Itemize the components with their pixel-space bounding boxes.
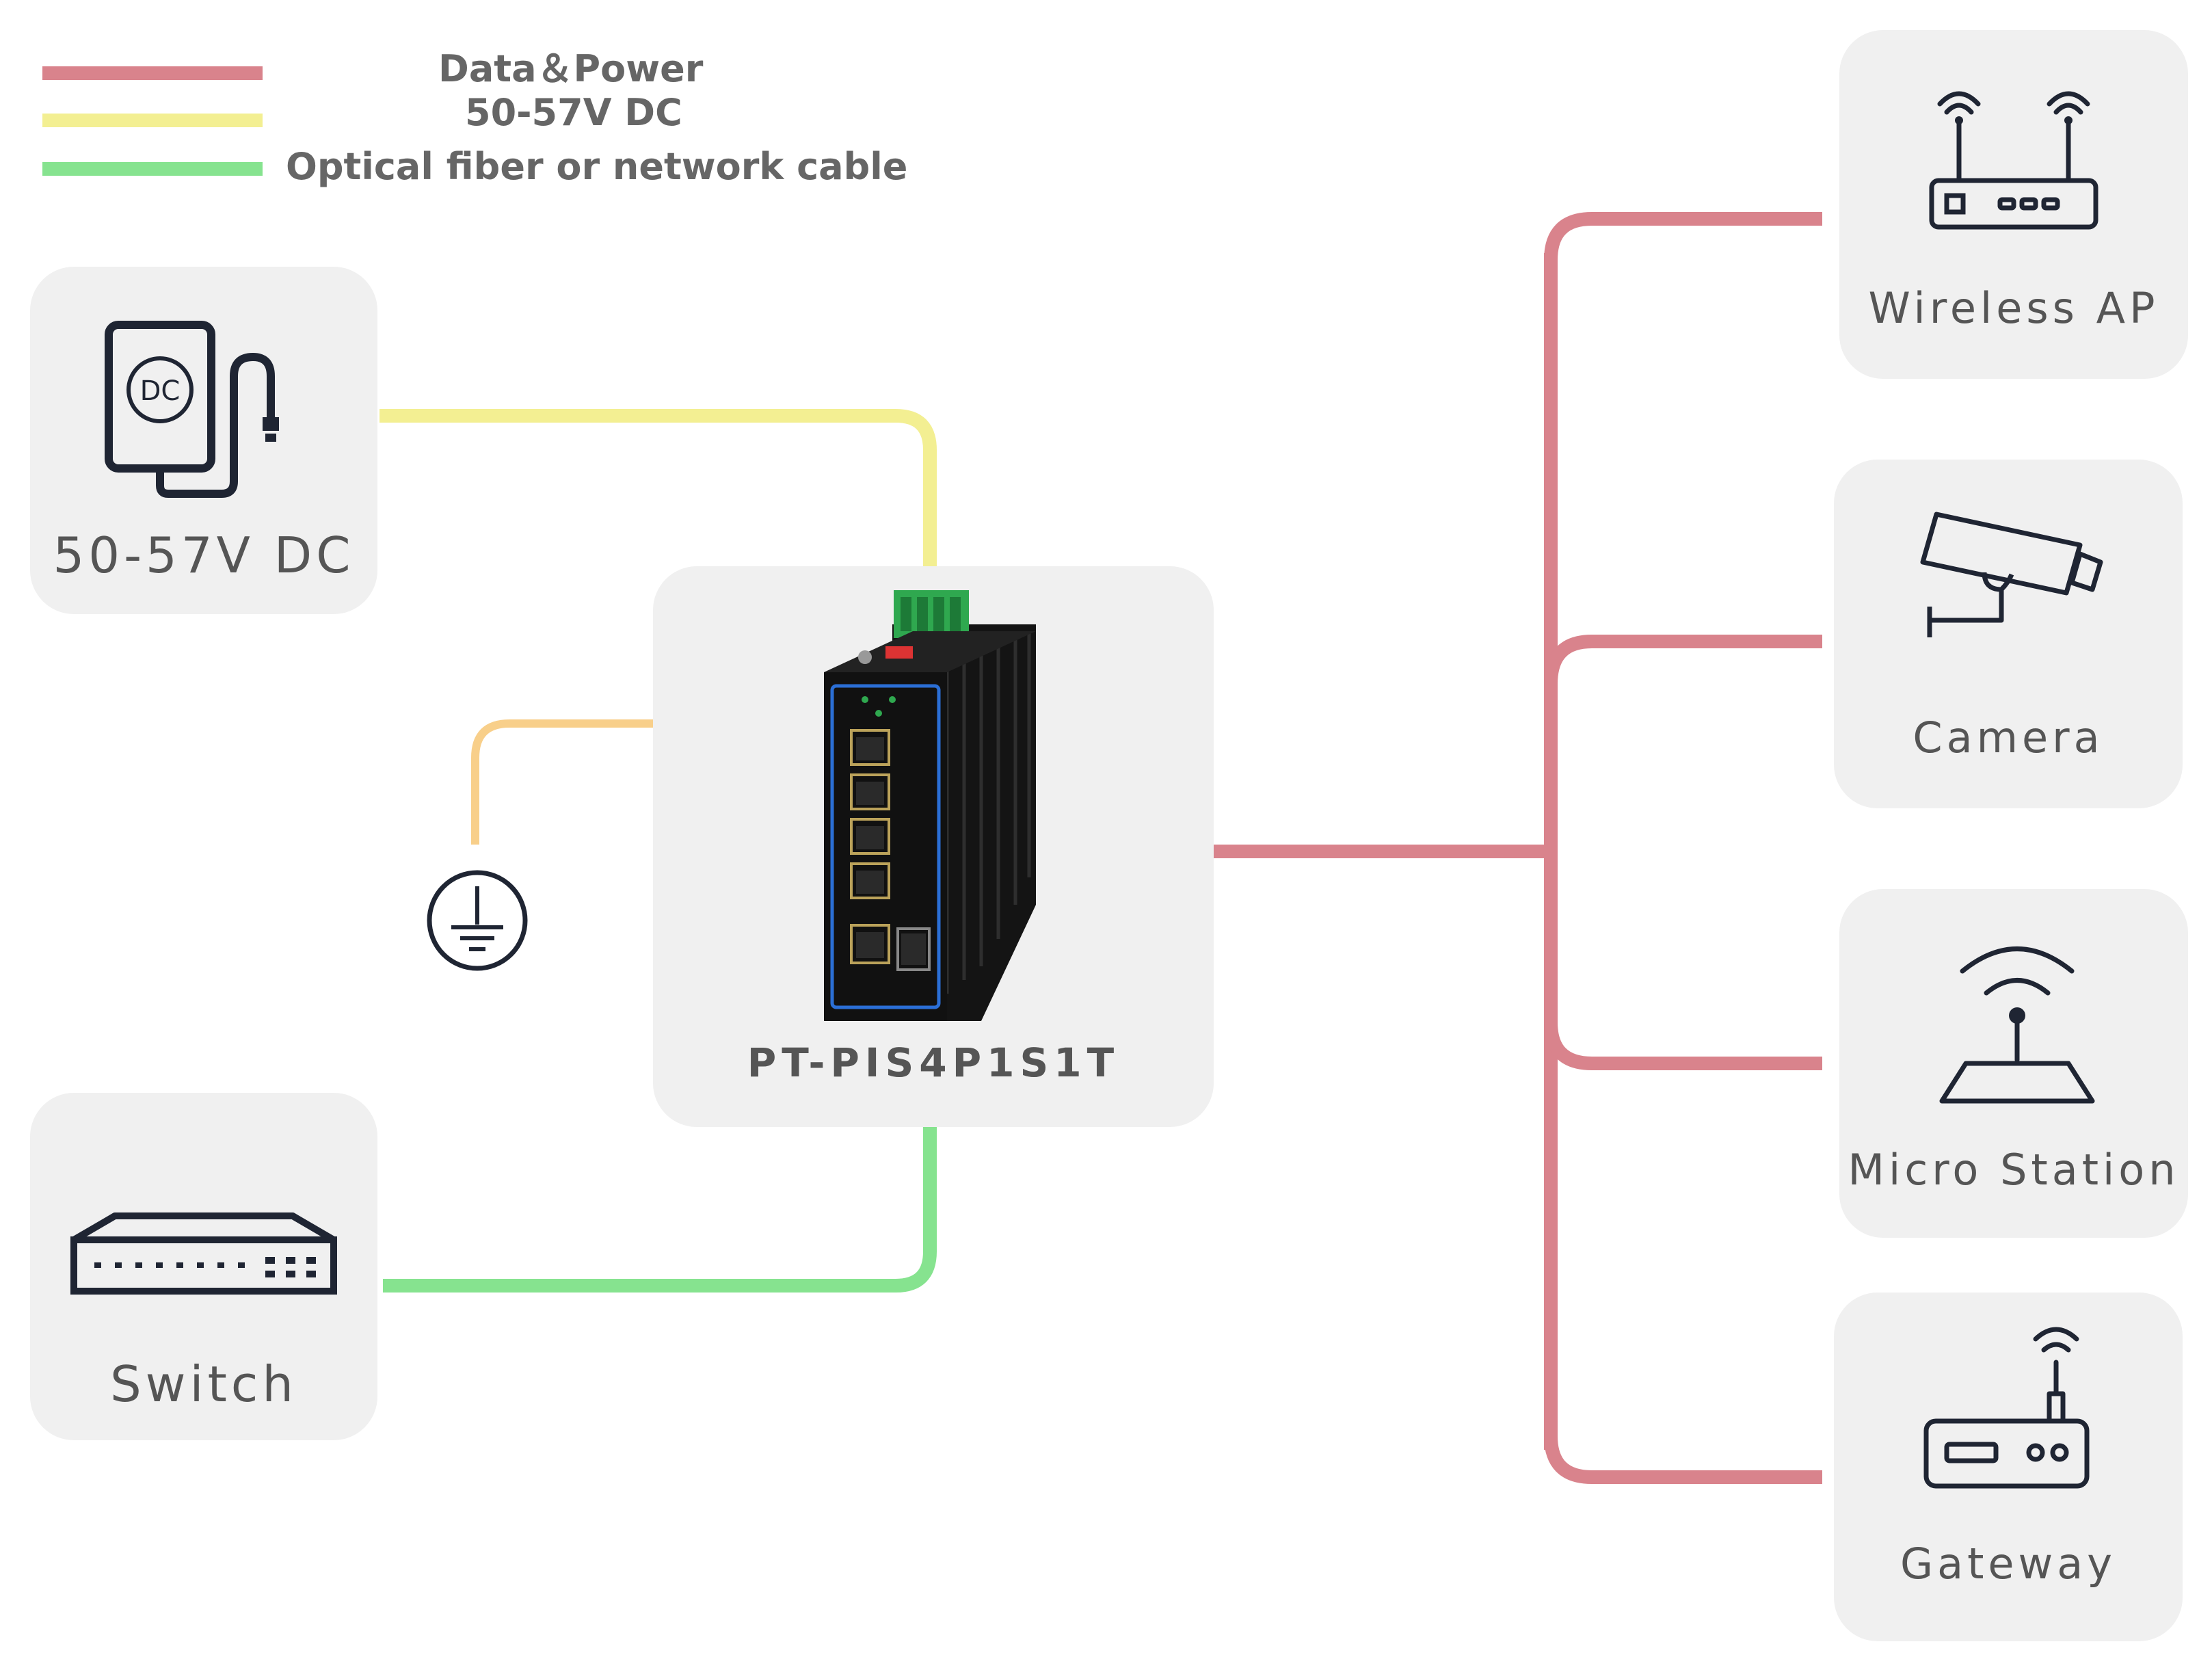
legend-label-data-power: Data＆Power <box>438 47 704 90</box>
dc-power-wire <box>379 409 937 566</box>
legend-line-fiber <box>42 162 263 176</box>
dc-adapter-icon: DC <box>105 321 279 498</box>
wireless-ap-label: Wireless AP <box>1868 283 2159 333</box>
wireless-ap-card: Wireless AP <box>1839 30 2188 379</box>
legend-label-fiber: Optical fiber or network cable <box>286 145 908 188</box>
antenna-station-icon <box>1939 946 2095 1104</box>
poe-switch-device <box>824 590 1036 1021</box>
legend-label-dc: 50-57V DC <box>465 91 682 134</box>
branch-camera <box>1544 635 1822 685</box>
fiber-wire <box>383 1125 937 1293</box>
camera-card: Camera <box>1834 460 2183 808</box>
gateway-card: Gateway <box>1834 1293 2183 1641</box>
micro-station-card: Micro Station <box>1839 889 2188 1238</box>
switch-card: Switch <box>30 1093 377 1440</box>
ground-icon <box>427 870 528 971</box>
router-icon <box>1929 91 2098 230</box>
legend-line-dc <box>42 114 263 127</box>
branch-gateway <box>1544 1435 1822 1484</box>
ground-wire <box>471 719 653 845</box>
switch-label: Switch <box>109 1355 298 1413</box>
branch-micro-station <box>1544 1022 1822 1070</box>
switch-icon <box>70 1212 337 1295</box>
dc-label: 50-57V DC <box>53 527 355 584</box>
legend-line-data-power <box>42 66 263 80</box>
camera-icon <box>1920 512 2103 637</box>
device-card: PT-PIS4P1S1T <box>653 566 1214 1127</box>
device-label: PT-PIS4P1S1T <box>747 1039 1120 1086</box>
gateway-icon <box>1923 1327 2090 1489</box>
micro-station-label: Micro Station <box>1848 1145 2180 1195</box>
dc-badge: DC <box>140 375 181 407</box>
dc-power-card: DC 50-57V DC <box>30 267 377 614</box>
camera-label: Camera <box>1913 713 2104 763</box>
gateway-label: Gateway <box>1900 1539 2116 1589</box>
branch-wireless-ap <box>1544 212 1822 261</box>
